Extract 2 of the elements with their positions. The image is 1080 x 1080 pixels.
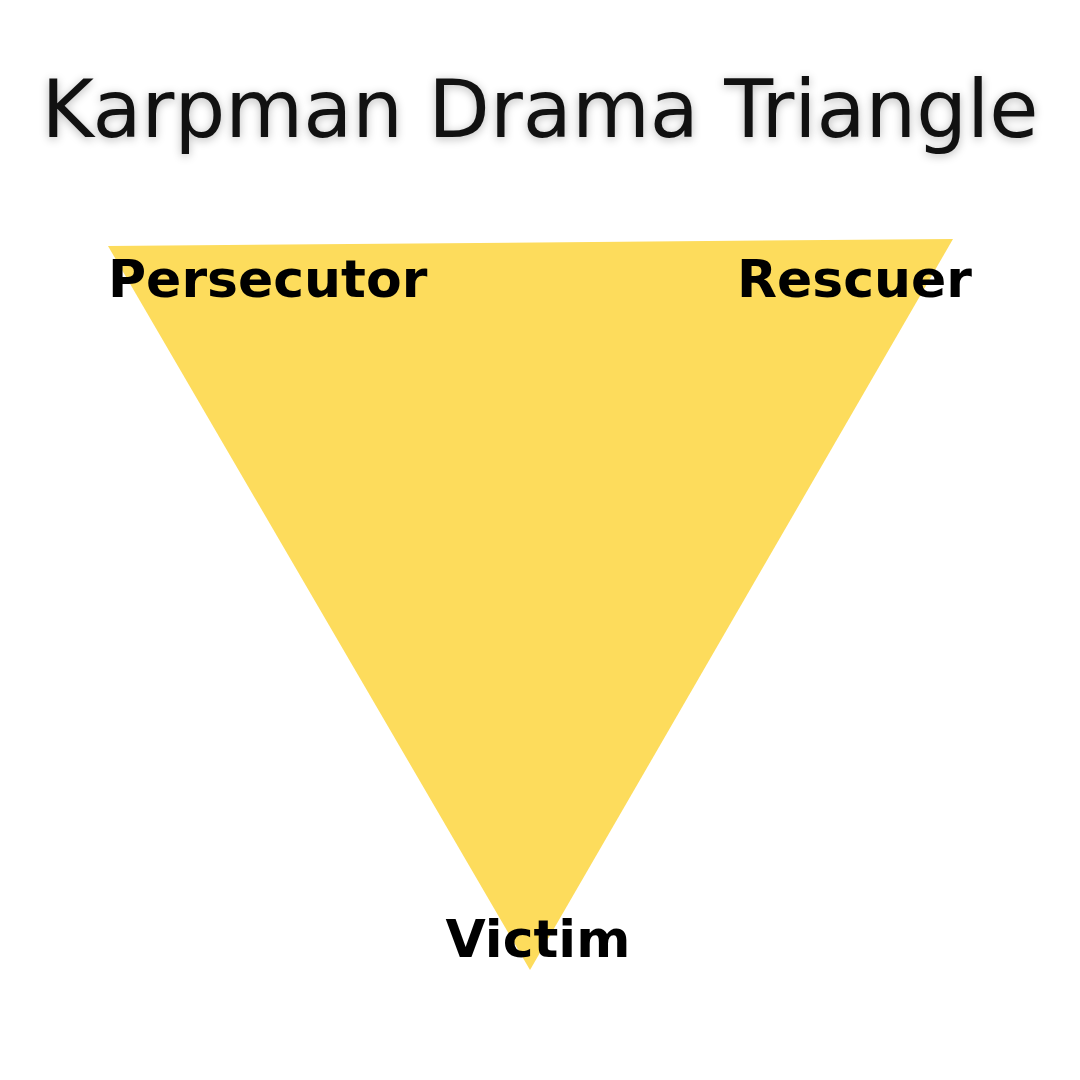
title: Karpman Drama Triangle bbox=[41, 62, 1039, 158]
triangle bbox=[108, 239, 974, 971]
